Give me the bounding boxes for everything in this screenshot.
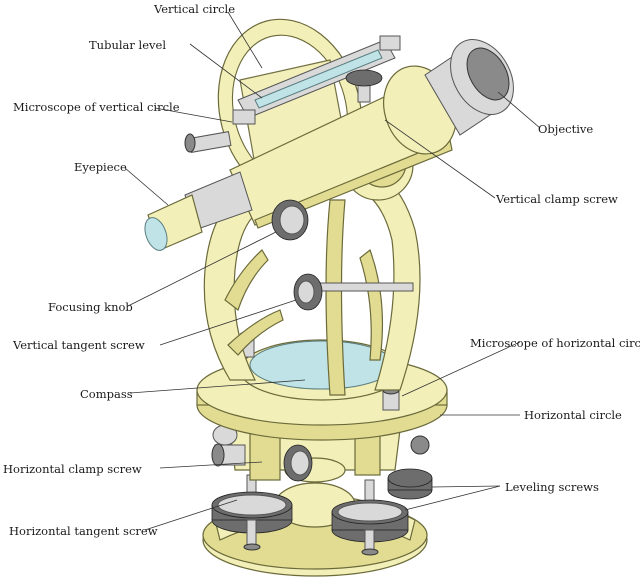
label-leveling-screws: Leveling screws xyxy=(505,480,599,494)
tubular-level xyxy=(232,35,401,125)
label-focusing-knob: Focusing knob xyxy=(48,300,133,314)
compass xyxy=(239,331,405,401)
label-vertical-circle: Vertical circle xyxy=(153,2,235,16)
lower-support xyxy=(229,429,401,483)
vertical-clamp-screw xyxy=(345,69,383,103)
label-microscope-horizontal-circle: Microscope of horizontal circle xyxy=(470,336,640,350)
label-eyepiece: Eyepiece xyxy=(74,160,127,174)
label-vertical-tangent-screw: Vertical tangent screw xyxy=(12,338,145,352)
label-tubular-level: Tubular level xyxy=(89,38,166,52)
vertical-tangent-screw xyxy=(293,273,414,311)
leveling-screw-back xyxy=(387,468,433,500)
leader-lines xyxy=(124,11,541,531)
label-objective: Objective xyxy=(538,122,593,136)
eyepiece xyxy=(144,171,253,251)
horizontal-clamp-screw xyxy=(211,443,313,482)
label-vertical-clamp-screw: Vertical clamp screw xyxy=(495,192,618,206)
label-horizontal-clamp-screw: Horizontal clamp screw xyxy=(3,462,142,476)
label-horizontal-circle: Horizontal circle xyxy=(524,408,622,422)
microscope-vertical-circle xyxy=(184,131,232,153)
standard-right xyxy=(325,159,421,396)
standard-left xyxy=(203,184,284,381)
horizontal-tangent-screw xyxy=(212,424,430,455)
label-microscope-vertical-circle: Microscope of vertical circle xyxy=(13,100,180,114)
label-compass: Compass xyxy=(80,387,133,401)
labels: Vertical circle Tubular level Microscope… xyxy=(3,2,640,538)
leveling-screw-left xyxy=(211,474,293,551)
leveling-screw-right xyxy=(331,479,409,556)
objective xyxy=(424,39,514,136)
label-horizontal-tangent-screw: Horizontal tangent screw xyxy=(9,524,158,538)
focusing-knob xyxy=(271,199,309,241)
